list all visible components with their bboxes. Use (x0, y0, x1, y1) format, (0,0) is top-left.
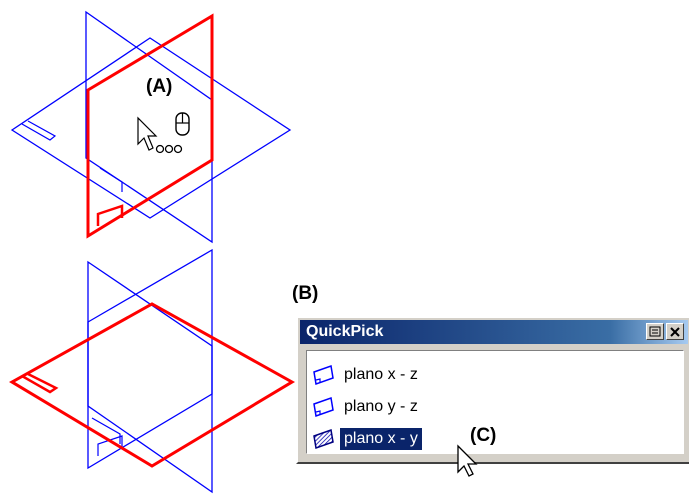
quickpick-menu-button[interactable] (646, 323, 664, 340)
callout-a: (A) (146, 76, 173, 97)
arrow-cursor-icon (137, 116, 158, 151)
list-icon (649, 326, 661, 337)
plane-yz-bottom[interactable] (87, 248, 213, 470)
plane-yz-highlighted-handle (96, 204, 124, 226)
plane-xz-top-handle (21, 120, 57, 141)
list-item-label: plano x - y (340, 428, 422, 450)
plane-xz-highlighted[interactable] (9, 302, 295, 468)
mouse-icon (175, 112, 190, 136)
quickpick-close-button[interactable] (666, 323, 684, 340)
list-item-plano-xz[interactable]: plano x - z (311, 361, 422, 389)
quickpick-window[interactable]: QuickPick plano x - z (296, 316, 689, 464)
list-item-plano-yz[interactable]: plano y - z (311, 393, 422, 421)
plane-outline-icon (313, 364, 334, 386)
plane-xz-top[interactable] (10, 37, 292, 219)
list-item-label: plano x - z (344, 366, 418, 383)
close-icon (670, 327, 680, 337)
plane-xy-bottom[interactable] (87, 260, 213, 494)
plane-xy-top-handle (99, 167, 123, 192)
plane-xy-top[interactable] (85, 10, 213, 244)
list-item-label: plano y - z (344, 398, 418, 415)
quickpick-titlebar[interactable]: QuickPick (300, 320, 688, 344)
list-item-plano-xy[interactable]: plano x - y (311, 425, 422, 453)
reference-planes-top[interactable] (0, 0, 689, 260)
click-indicator-icon (155, 144, 183, 154)
plane-outline-icon (313, 396, 334, 418)
plane-xy-bottom-handle (91, 417, 121, 444)
quickpick-list[interactable]: plano x - z plano y - z plano x - y (306, 350, 684, 454)
plane-yz-bottom-handle (97, 435, 123, 456)
callout-b: (B) (292, 283, 319, 304)
plane-filled-icon (313, 428, 334, 450)
plane-xz-highlighted-handle (21, 372, 59, 394)
callout-c: (C) (470, 425, 497, 446)
arrow-cursor-icon (457, 444, 478, 477)
plane-yz-highlighted[interactable] (86, 13, 214, 239)
quickpick-title: QuickPick (306, 323, 384, 340)
